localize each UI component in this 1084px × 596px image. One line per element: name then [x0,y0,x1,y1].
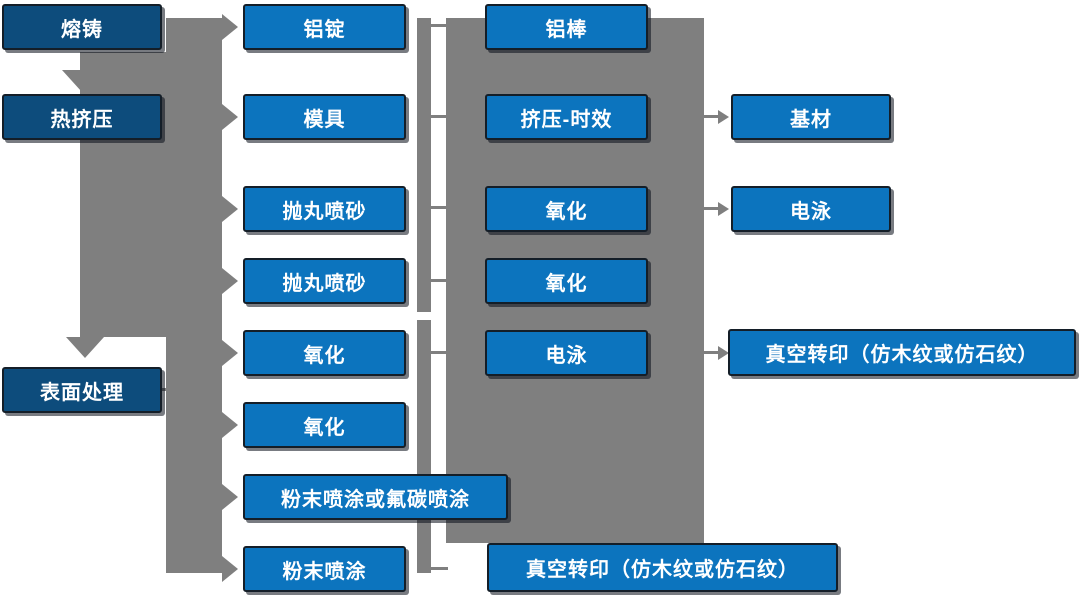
node-powder-or-fluorocarbon-coating: 粉末喷涂或氟碳喷涂 [243,474,508,520]
node-shot-blast-sandblast-2: 抛丸喷砂 [243,258,406,304]
node-mold: 模具 [243,94,406,140]
right-arrowhead-to-vacuum-transfer-icon [718,346,729,360]
node-vacuum-transfer-right: 真空转印（仿木纹或仿石纹） [728,329,1076,376]
surface-treatment-link-line [161,388,175,391]
right-arrowhead-to-aluminum-ingot-icon [222,14,238,40]
stub-row-extrusion-aging [431,115,448,118]
node-vacuum-transfer-bottom: 真空转印（仿木纹或仿石纹） [487,543,838,592]
right-arrowhead-to-mold-icon [222,104,238,130]
stub-row-electrophoresis [431,351,448,354]
node-oxidation-a1: 氧化 [243,330,406,376]
node-oxidation-a2: 氧化 [243,402,406,448]
right-arrowhead-to-oxidation-2-icon [222,412,238,438]
stub-row-oxidation-b2 [431,279,448,282]
mid-connector-bar-lower [417,320,431,573]
arrow-line-to-vacuum-transfer-right [704,351,719,354]
right-arrowhead-to-shot-blast-1-icon [222,196,238,222]
node-aluminum-ingot: 铝锭 [243,4,406,50]
node-oxidation-b2: 氧化 [485,258,648,304]
right-arrowhead-to-electrophoresis-icon [718,202,729,216]
right-arrowhead-to-powder-fluorocarbon-icon [222,484,238,510]
node-surface-treatment: 表面处理 [2,367,162,413]
node-electrophoresis-right: 电泳 [731,186,891,232]
right-arrowhead-to-oxidation-1-icon [222,340,238,366]
mid-connector-bar-upper [417,18,431,312]
stub-row-aluminum-rod [431,24,448,27]
stub-row-oxidation-b1 [431,206,448,209]
node-extrusion-aging: 挤压-时效 [485,94,648,140]
stub-row-vacuum-transfer [431,567,448,570]
arrow-line-to-substrate [704,115,719,118]
node-oxidation-b1: 氧化 [485,186,648,232]
right-arrowhead-to-shot-blast-2-icon [222,268,238,294]
down-arrowhead-to-surface-treatment-icon [66,337,104,358]
arrow-line-to-electrophoresis-right [704,207,719,210]
node-aluminum-rod: 铝棒 [485,4,648,50]
node-substrate: 基材 [731,94,891,140]
down-arrowhead-to-hot-extrusion-icon [62,70,100,91]
node-melting-casting: 熔铸 [2,4,162,50]
col2-feeder-spine [166,18,222,573]
right-arrowhead-to-substrate-icon [718,110,729,124]
node-electrophoresis-mid: 电泳 [485,330,648,376]
node-powder-coating: 粉末喷涂 [243,546,406,592]
node-shot-blast-sandblast-1: 抛丸喷砂 [243,186,406,232]
node-hot-extrusion: 热挤压 [2,94,162,140]
right-arrowhead-to-powder-coating-icon [222,556,238,582]
